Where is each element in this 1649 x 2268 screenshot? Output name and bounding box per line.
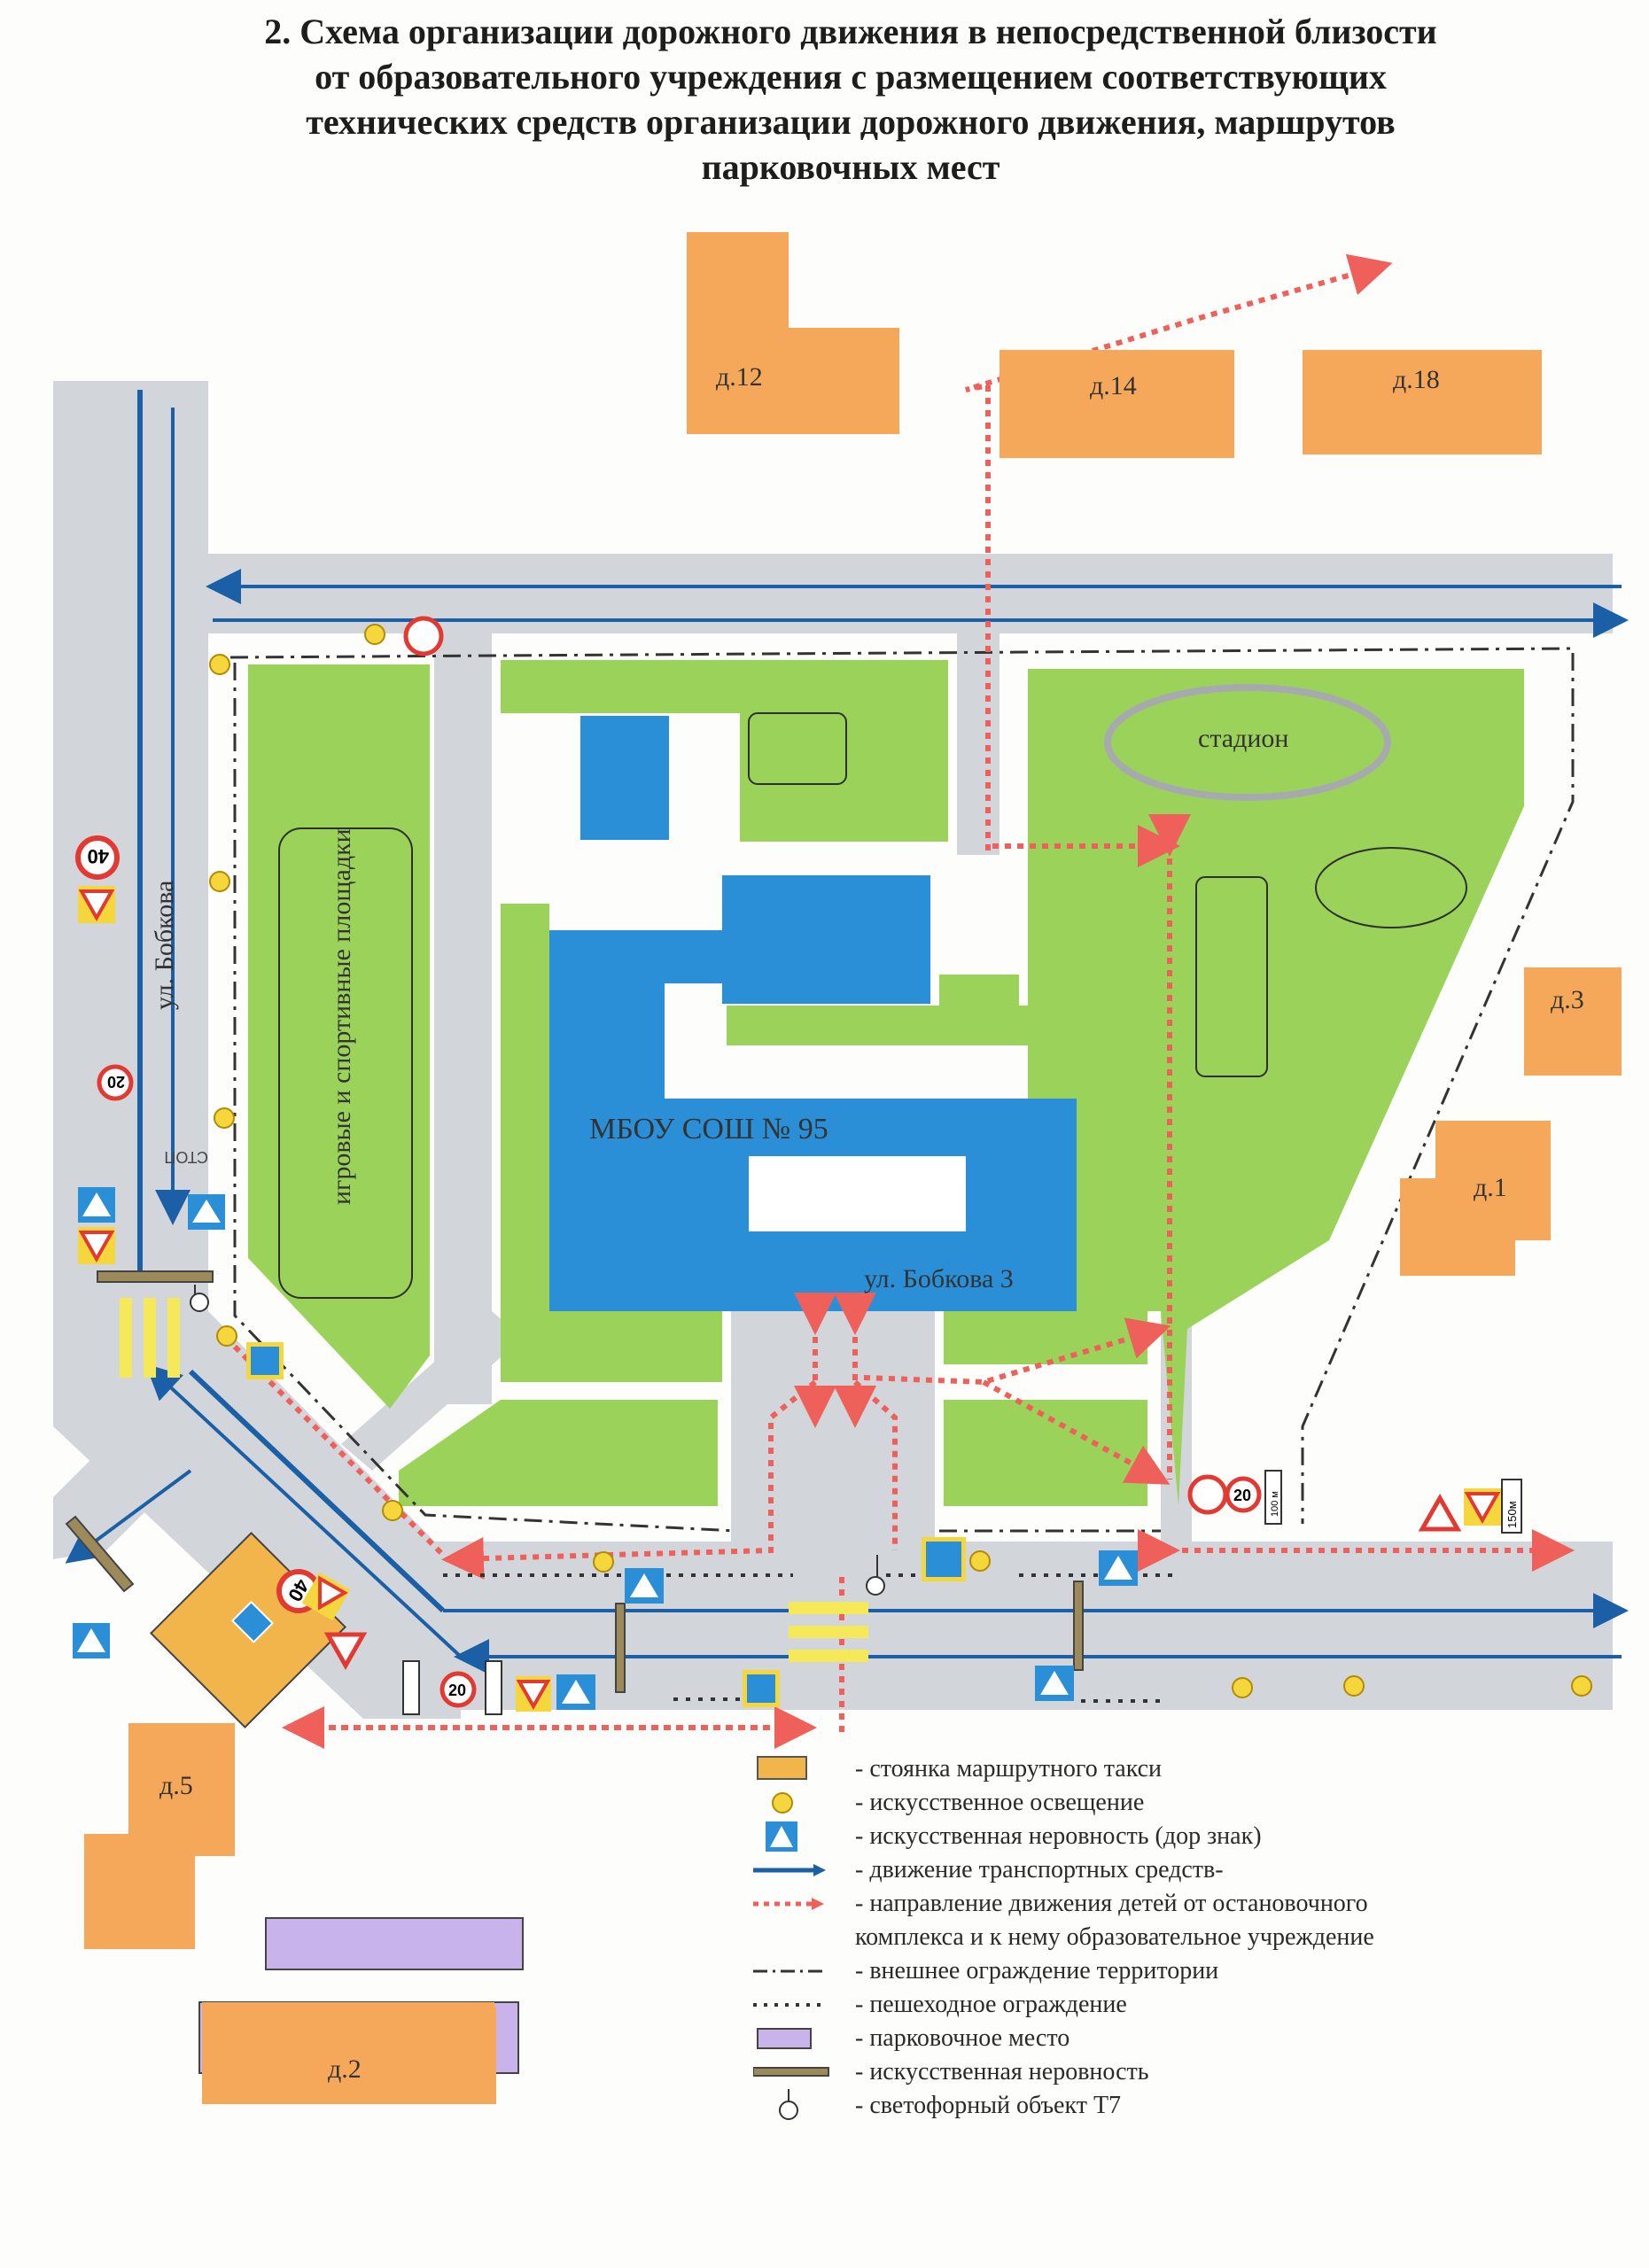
- street-light-icon: [772, 1792, 793, 1814]
- children-warning-sign: [78, 1227, 115, 1264]
- svg-text:20: 20: [448, 1682, 466, 1699]
- traffic-arrows: [65, 390, 1629, 1674]
- title-line-2: от образовательного учреждения с размеще…: [315, 57, 1387, 97]
- legend-text: - направление движения детей от останово…: [855, 1890, 1368, 1917]
- building-d5-label: д.5: [159, 1771, 193, 1800]
- building-d2-label: д.2: [328, 2054, 362, 2084]
- svg-text:20: 20: [1233, 1487, 1251, 1504]
- legend-text: - светофорный объект Т7: [855, 2092, 1122, 2119]
- svg-text:20: 20: [107, 1073, 125, 1091]
- legend-item: - пешеходное ограждение: [753, 1988, 1604, 2022]
- outer-fence-icon: [753, 1969, 824, 1973]
- pedestrian-crossing-sign: [743, 1670, 780, 1707]
- title-line-4: парковочных мест: [701, 147, 1000, 187]
- playgrounds-label: игровые и спортивные площадки: [327, 828, 356, 1205]
- building-d12-label: д.12: [716, 362, 763, 392]
- legend-item: - стоянка маршрутного такси: [753, 1752, 1604, 1786]
- legend-text: - внешнее ограждение территории: [855, 1957, 1219, 1984]
- title-line-1: 2. Схема организации дорожного движения …: [264, 12, 1437, 51]
- speed-bump-sign: [625, 1568, 664, 1604]
- building-d1-label: д.1: [1474, 1173, 1507, 1202]
- building-d3-label: д.3: [1551, 985, 1584, 1014]
- speed-bump-sign: [556, 1674, 595, 1710]
- stop-marking: СТОП: [164, 1148, 208, 1166]
- stadium-label: стадион: [1198, 724, 1288, 753]
- legend-item: - светофорный объект Т7: [753, 2089, 1604, 2123]
- street-lights: [209, 624, 1592, 1698]
- speed-bump-sign: [73, 1623, 110, 1658]
- speed-bump-sign-icon: [766, 1821, 797, 1852]
- speed-limit-20-sign: 20: [97, 1064, 134, 1101]
- legend-item: - движение транспортных средств-: [753, 1853, 1604, 1887]
- children-warning-sign: [1418, 1488, 1501, 1532]
- speed-bump-sign: [1099, 1550, 1138, 1586]
- zebra-crossing-left: [120, 1298, 180, 1378]
- pedestrian-crossing-sign: [246, 1342, 284, 1379]
- parking-place: [265, 1917, 524, 1970]
- legend-text: - стоянка маршрутного такси: [855, 1755, 1163, 1783]
- pedestrian-fence-icon: [753, 2003, 824, 2007]
- taxi-stop-icon: [757, 1756, 807, 1780]
- pedestrian-crossing-sign: [922, 1537, 966, 1581]
- distance-plate-100m: 100 м: [1264, 1470, 1282, 1525]
- school-courtyard: [749, 1156, 966, 1231]
- children-warning-sign: [516, 1676, 551, 1712]
- building-d2-block: [202, 2002, 494, 2104]
- legend-item: - парковочное место: [753, 2022, 1604, 2055]
- speed-bump-icon: [753, 2067, 829, 2077]
- legend-item: - внешнее ограждение территории: [753, 1954, 1604, 1988]
- zebra-crossing-bottom: [789, 1602, 868, 1662]
- outer-fence-line: [229, 647, 1575, 1524]
- school-address-label: ул. Бобкова 3: [864, 1264, 1014, 1293]
- speed-bumps: [65, 1270, 1084, 1693]
- traffic-light-icon: [779, 2089, 798, 2120]
- legend-text: - парковочное место: [855, 2024, 1070, 2052]
- no-entry-circle-sign: [1187, 1474, 1228, 1515]
- legend-item-continuation: комплекса и к нему образовательное учреж…: [753, 1921, 1604, 1954]
- parking-place-icon: [757, 2028, 812, 2049]
- legend-text: - искусственная неровность: [855, 2058, 1149, 2085]
- children-warning-sign: [78, 886, 115, 923]
- no-entry-circle-sign: [403, 616, 444, 656]
- building-d18-label: д.18: [1393, 365, 1440, 394]
- legend-item: - направление движения детей от останово…: [753, 1887, 1604, 1954]
- children-route-arrow-icon: [753, 1898, 824, 1910]
- speed-limit-20-sign: 20: [439, 1671, 477, 1708]
- legend-item: - искусственная неровность (дор знак): [753, 1820, 1604, 1853]
- distance-plate-100m: [402, 1660, 502, 1715]
- title-line-3: технических средств организации дорожног…: [306, 102, 1396, 142]
- traffic-lights: [190, 1285, 885, 1596]
- svg-text:150м: 150м: [1505, 1501, 1519, 1528]
- building-d14-label: д.14: [1090, 371, 1137, 400]
- legend-text: - пешеходное ограждение: [855, 1991, 1127, 2018]
- legend-text: - искусственная неровность (дор знак): [855, 1822, 1262, 1850]
- inner-green-rounded: [278, 712, 1467, 1299]
- distance-plate-150m: 150м: [1501, 1479, 1522, 1534]
- page-title: 2. Схема организации дорожного движения …: [159, 9, 1542, 190]
- svg-text:40: 40: [88, 845, 109, 867]
- legend-text: комплекса и к нему образовательное учреж…: [855, 1923, 1374, 1951]
- school-label: МБОУ СОШ № 95: [589, 1113, 828, 1146]
- traffic-arrow-icon: [753, 1864, 826, 1876]
- street-label-bobkova: ул. Бобкова: [150, 881, 179, 1010]
- give-way-sign: [323, 1632, 368, 1671]
- bus-icon: [230, 1600, 274, 1643]
- speed-bump-sign: [1035, 1666, 1074, 1701]
- stadium-track: [1104, 684, 1391, 801]
- legend-text: - движение транспортных средств-: [855, 1856, 1224, 1884]
- speed-limit-20-sign: 20: [1225, 1476, 1262, 1513]
- outer-fence-line-left: [233, 663, 736, 1533]
- children-warning-sign: [301, 1572, 351, 1621]
- speed-bump-sign: [78, 1187, 115, 1223]
- legend-item: - искусственная неровность: [753, 2055, 1604, 2089]
- speed-limit-40-sign: 40: [75, 835, 120, 880]
- legend-item: - искусственное освещение: [753, 1786, 1604, 1820]
- legend-text: - искусственное освещение: [855, 1789, 1145, 1816]
- speed-bump-sign: [188, 1194, 225, 1230]
- svg-text:100 м: 100 м: [1270, 1491, 1280, 1517]
